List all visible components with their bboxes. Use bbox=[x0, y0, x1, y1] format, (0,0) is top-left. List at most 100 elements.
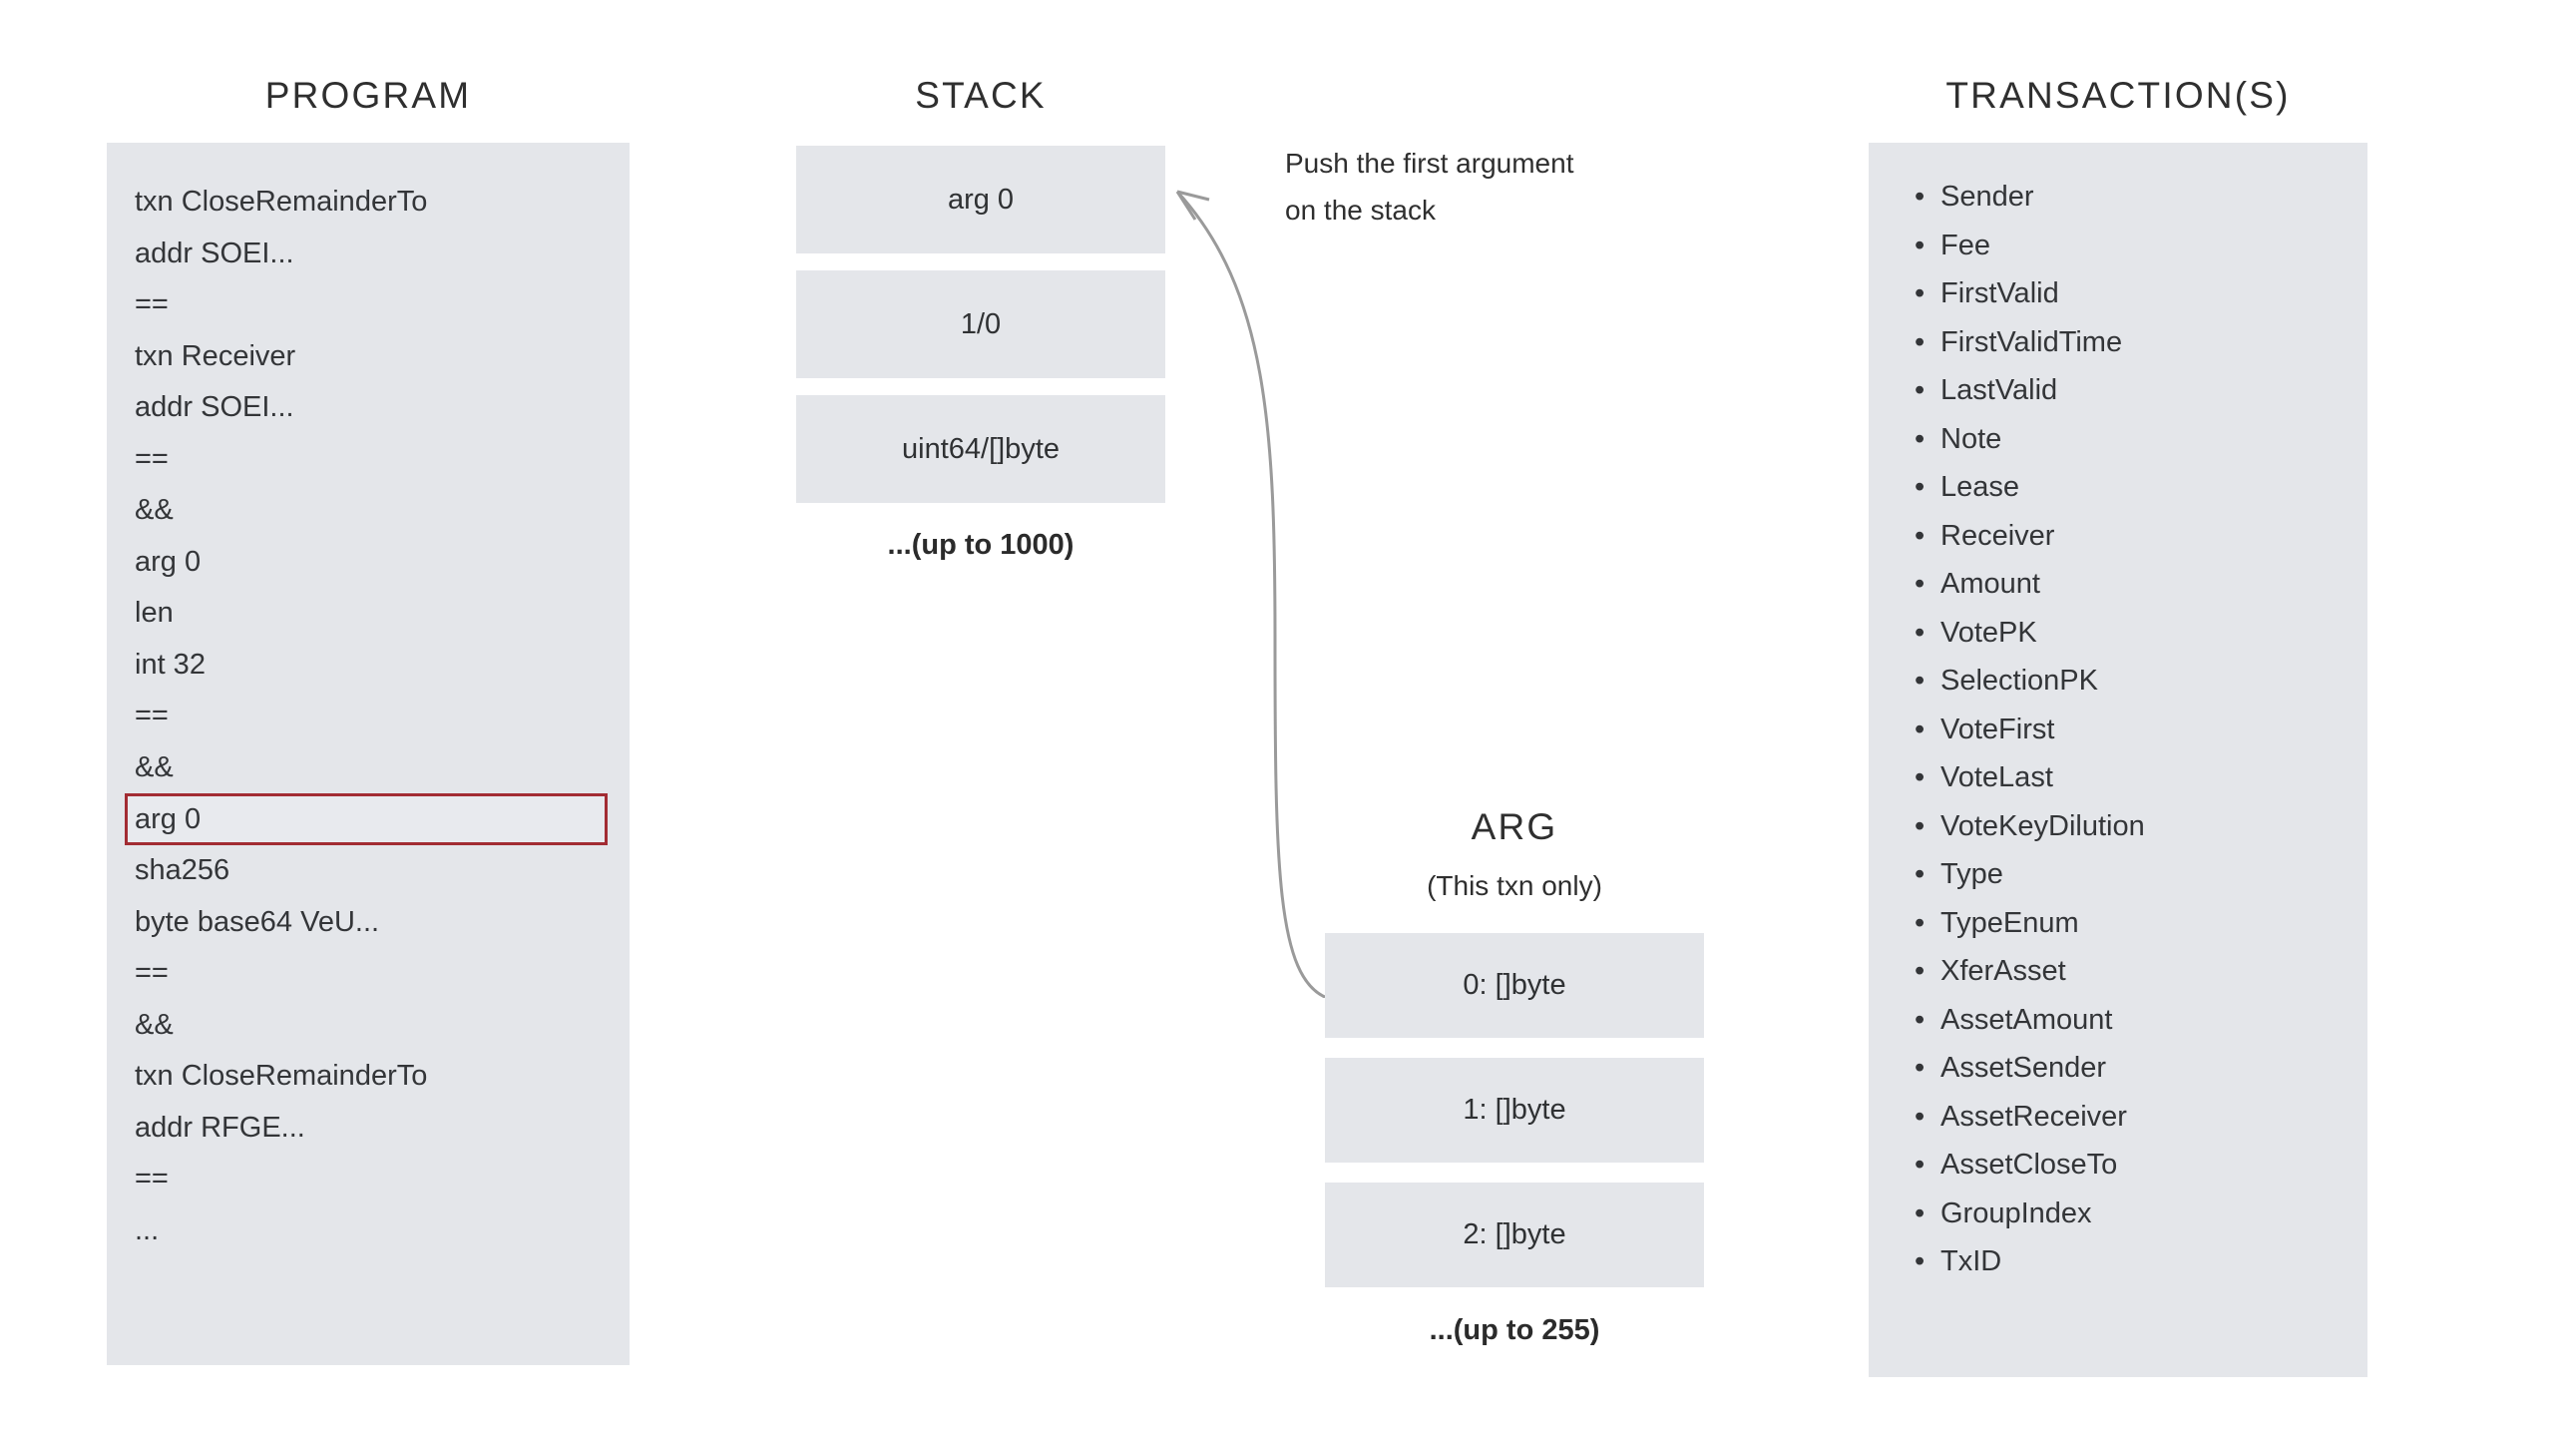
transaction-field: • Receiver bbox=[1915, 512, 2322, 561]
bullet-icon: • bbox=[1915, 1196, 1926, 1229]
stack-column-title: STACK bbox=[915, 75, 1047, 116]
push-annotation-line-2: on the stack bbox=[1285, 195, 1436, 226]
transaction-field: •Amount bbox=[1915, 560, 2322, 609]
stack-cell: arg 0 bbox=[796, 146, 1165, 253]
transaction-field: • VoteKeyDilution bbox=[1915, 802, 2322, 851]
transactions-column-title: TRANSACTION(S) bbox=[1945, 75, 2291, 116]
program-line: == bbox=[135, 957, 169, 989]
program-line: && bbox=[135, 494, 174, 526]
program-line: int 32 bbox=[135, 648, 206, 681]
transaction-field-label: FirstValid bbox=[1940, 277, 2059, 309]
program-line: addr RFGE... bbox=[135, 1111, 305, 1144]
bullet-icon: • bbox=[1915, 665, 1926, 697]
program-line: && bbox=[135, 750, 174, 783]
transaction-field-label: FirstValidTime bbox=[1940, 325, 2123, 358]
program-line: == bbox=[135, 442, 169, 475]
program-line: byte base64 VeU... bbox=[135, 905, 380, 938]
transaction-field: • Fee bbox=[1915, 222, 2322, 270]
transaction-field: • VoteLast bbox=[1915, 753, 2322, 802]
transaction-field-label: Sender bbox=[1940, 181, 2034, 213]
transaction-field: • LastValid bbox=[1915, 366, 2322, 415]
transaction-field: • GroupIndex bbox=[1915, 1190, 2322, 1238]
transaction-field: • AssetSender bbox=[1915, 1044, 2322, 1093]
transactions-panel: •Sender•Fee•FirstValid•FirstValidTime•La… bbox=[1869, 143, 2367, 1377]
transaction-field-list: •Sender•Fee•FirstValid•FirstValidTime•La… bbox=[1869, 173, 2367, 1286]
push-annotation-line-1: Push the first argument bbox=[1285, 148, 1574, 179]
stack-cell: 1/0 bbox=[796, 270, 1165, 378]
transaction-field: • Type bbox=[1915, 850, 2322, 899]
program-line: && bbox=[135, 1008, 174, 1041]
bullet-icon: • bbox=[1915, 1245, 1926, 1277]
arg-cell: 2: []byte bbox=[1325, 1183, 1704, 1287]
bullet-icon: • bbox=[1915, 229, 1926, 261]
program-line: == bbox=[135, 1163, 169, 1194]
arg-section-title: ARG bbox=[1471, 806, 1558, 847]
arg-cell: 0: []byte bbox=[1325, 933, 1704, 1038]
program-line: == bbox=[135, 288, 169, 320]
transaction-field-label: VoteLast bbox=[1940, 761, 2053, 793]
transaction-field: • AssetAmount bbox=[1915, 996, 2322, 1045]
program-line: txn Receiver bbox=[135, 339, 296, 372]
program-line: addr SOEI... bbox=[135, 237, 294, 269]
transaction-field-label: TxID bbox=[1940, 1245, 2002, 1277]
transaction-field: • Sender bbox=[1915, 173, 2322, 222]
program-line: arg 0 bbox=[135, 545, 202, 578]
transaction-field: • Note bbox=[1915, 415, 2322, 464]
program-line: sha256 bbox=[135, 854, 230, 886]
program-column-title: PROGRAM bbox=[264, 75, 472, 116]
push-annotation: Push the first argument on the stack bbox=[1285, 140, 1704, 234]
bullet-icon: • bbox=[1915, 422, 1926, 455]
bullet-icon: • bbox=[1915, 809, 1926, 842]
bullet-icon: • bbox=[1915, 277, 1926, 309]
stack-more-caption: ...(up to 1000) bbox=[887, 529, 1074, 561]
transaction-field: • FirstValid bbox=[1915, 269, 2322, 318]
transaction-field-label: TypeEnum bbox=[1940, 906, 2079, 939]
bullet-icon: • bbox=[1915, 374, 1926, 406]
transaction-field: • SelectionPK bbox=[1915, 657, 2322, 706]
transaction-field-label: Type bbox=[1940, 858, 2003, 890]
bullet-icon: • bbox=[1915, 1100, 1926, 1133]
transaction-field-label: GroupIndex bbox=[1940, 1196, 2092, 1229]
program-panel: txn CloseRemainderTo addr SOEI... == txn Re… bbox=[107, 143, 630, 1365]
bullet-icon: • bbox=[1915, 1149, 1926, 1181]
transaction-field-label: Note bbox=[1940, 422, 2002, 455]
bullet-icon: • bbox=[1915, 1052, 1926, 1084]
transaction-field-label: AssetCloseTo bbox=[1940, 1149, 2118, 1181]
transaction-field-label: Lease bbox=[1940, 471, 2020, 503]
bullet-icon: • bbox=[1915, 181, 1926, 213]
transaction-field: • AssetReceiver bbox=[1915, 1093, 2322, 1142]
program-line: txn CloseRemainderTo bbox=[135, 186, 428, 218]
transaction-field-label: AssetAmount bbox=[1940, 1003, 2113, 1036]
transaction-field: •VoteFirst bbox=[1915, 706, 2322, 754]
transaction-field-label: AssetSender bbox=[1940, 1052, 2107, 1084]
transaction-field-label: LastValid bbox=[1940, 374, 2058, 406]
transaction-field-label: VoteKeyDilution bbox=[1940, 809, 2145, 842]
program-instruction-list: txn CloseRemainderTo addr SOEI... == txn Re… bbox=[107, 177, 630, 1256]
program-line: ... bbox=[135, 1213, 160, 1246]
program-line: txn CloseRemainderTo bbox=[135, 1060, 428, 1092]
transaction-field: • VotePK bbox=[1915, 609, 2322, 658]
transaction-field-label: Fee bbox=[1940, 229, 1990, 261]
arg-cell: 1: []byte bbox=[1325, 1058, 1704, 1163]
stack-cell: uint64/[]byte bbox=[796, 395, 1165, 503]
transaction-field: • Lease bbox=[1915, 463, 2322, 512]
bullet-icon: • bbox=[1915, 955, 1926, 987]
arg-more-caption: ...(up to 255) bbox=[1429, 1314, 1600, 1346]
transaction-field-label: Receiver bbox=[1940, 519, 2055, 552]
transaction-field-label: SelectionPK bbox=[1940, 665, 2098, 697]
program-line: len bbox=[135, 597, 174, 629]
bullet-icon: • bbox=[1915, 858, 1926, 890]
transaction-field-label: VotePK bbox=[1940, 616, 2037, 649]
transaction-field: • TxID bbox=[1915, 1237, 2322, 1286]
transaction-field: •FirstValidTime bbox=[1915, 318, 2322, 367]
bullet-icon: • bbox=[1915, 471, 1926, 503]
bullet-icon: • bbox=[1915, 616, 1926, 649]
transaction-field-label: XferAsset bbox=[1940, 955, 2066, 987]
transaction-field-label: AssetReceiver bbox=[1940, 1100, 2127, 1133]
transaction-field-label: VoteFirst bbox=[1940, 713, 2055, 745]
bullet-icon: • bbox=[1915, 519, 1926, 552]
bullet-icon: • bbox=[1915, 906, 1926, 939]
transaction-field: • TypeEnum bbox=[1915, 899, 2322, 948]
bullet-icon: • bbox=[1915, 1003, 1926, 1036]
bullet-icon: • bbox=[1915, 761, 1926, 793]
